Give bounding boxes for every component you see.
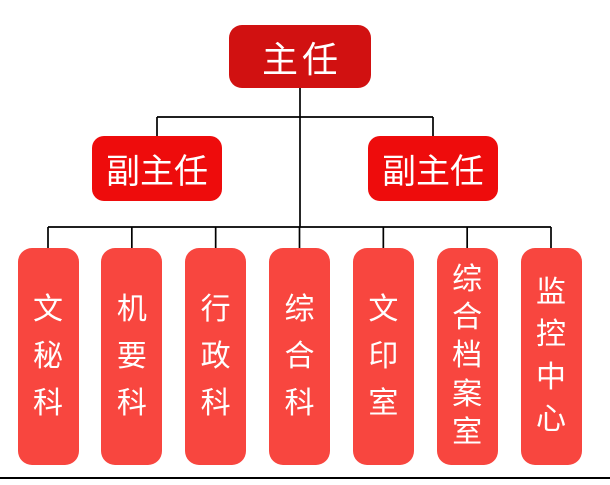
org-node-department: 机要科 <box>101 248 163 465</box>
org-node-department: 文秘科 <box>17 248 79 465</box>
org-node-department: 综合科 <box>269 248 330 465</box>
department-label-char: 科 <box>33 386 63 421</box>
department-label-char: 科 <box>116 386 147 421</box>
department-label-char: 控 <box>536 317 566 352</box>
department-label-char: 政 <box>200 339 231 374</box>
department-label-char: 印 <box>368 339 399 374</box>
org-node-deputy-right: 副主任 <box>368 136 498 201</box>
page-bottom-rule <box>0 477 610 479</box>
department-label-char: 案 <box>452 376 483 412</box>
department-label-char: 合 <box>452 300 483 336</box>
deputy-right-label: 副主任 <box>382 152 484 192</box>
department-label-char: 监 <box>536 274 566 310</box>
department-label-char: 合 <box>284 339 315 374</box>
department-label-char: 心 <box>536 402 566 437</box>
department-label-char: 行 <box>200 292 231 327</box>
org-node-department: 综合档案室 <box>436 248 498 465</box>
department-label-char: 要 <box>116 339 147 374</box>
department-label-char: 室 <box>452 414 483 450</box>
department-label-char: 文 <box>33 292 63 327</box>
director-label: 主任 <box>261 39 342 81</box>
department-label-char: 档 <box>452 338 483 374</box>
org-node-department: 监控中心 <box>520 248 582 465</box>
department-label-char: 机 <box>116 292 147 327</box>
org-node-department: 行政科 <box>185 248 247 465</box>
org-node-department: 文印室 <box>352 248 414 465</box>
deputy-left-label: 副主任 <box>106 152 208 192</box>
department-label-char: 科 <box>200 386 231 421</box>
department-label-char: 综 <box>284 292 315 327</box>
department-label-char: 中 <box>536 359 566 395</box>
org-node-deputy-left: 副主任 <box>92 136 222 201</box>
department-label-char: 文 <box>368 292 399 327</box>
department-label-char: 科 <box>284 386 315 421</box>
department-label-char: 秘 <box>33 339 63 374</box>
org-node-director: 主任 <box>229 25 371 88</box>
department-label-char: 综 <box>452 261 483 297</box>
department-label-char: 室 <box>368 386 399 421</box>
